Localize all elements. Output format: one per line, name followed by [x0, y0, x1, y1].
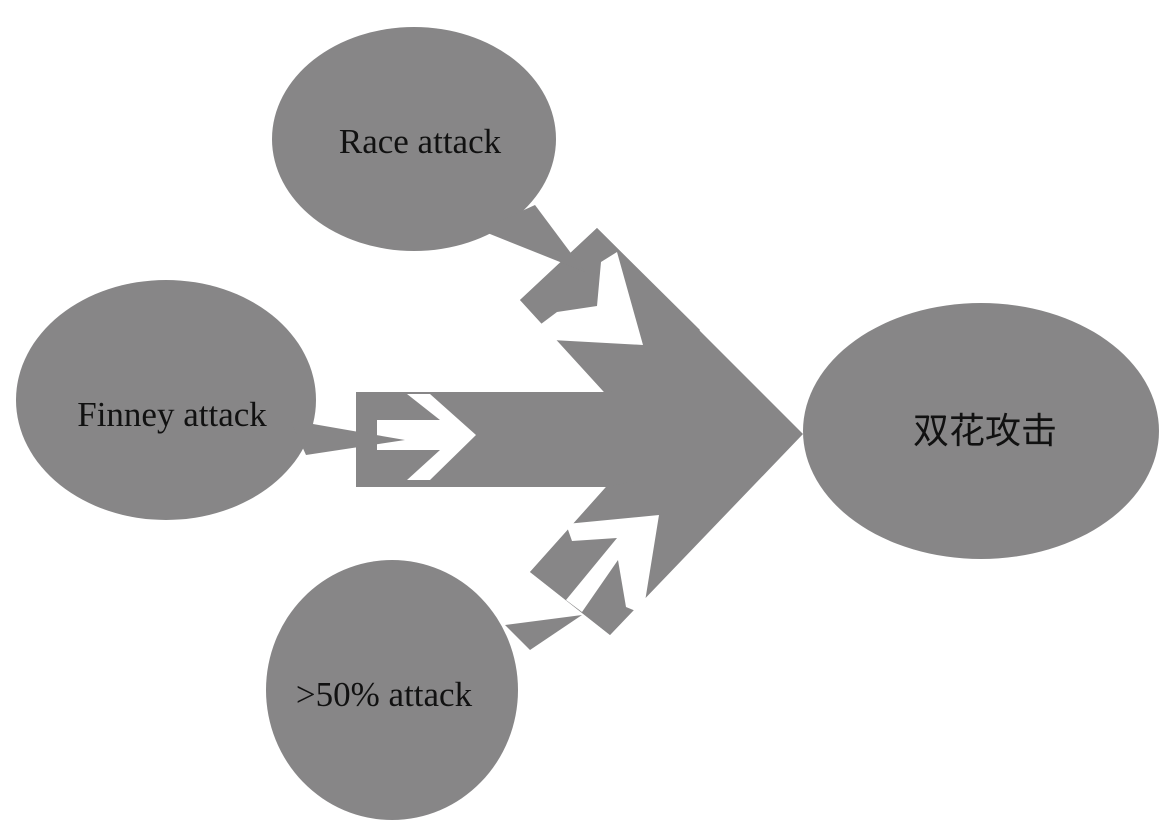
- chevron-arrows: [377, 252, 659, 614]
- result-ellipse: [803, 303, 1159, 559]
- finney-attack-bubble: Finney attack: [16, 280, 405, 520]
- finney-attack-ellipse: [16, 280, 316, 520]
- result-node: 双花攻击: [803, 303, 1159, 559]
- majority-attack-ellipse: [266, 560, 518, 820]
- majority-attack-tail: [505, 615, 582, 650]
- race-attack-bubble: Race attack: [272, 27, 585, 272]
- majority-attack-bubble: >50% attack: [266, 560, 582, 820]
- lower-chevron-icon: [566, 515, 659, 614]
- finney-attack-tail: [290, 420, 405, 455]
- race-attack-label: Race attack: [339, 122, 502, 161]
- race-attack-ellipse: [272, 27, 556, 251]
- result-label: 双花攻击: [913, 411, 1057, 452]
- middle-chevron-icon: [377, 394, 476, 480]
- finney-attack-label: Finney attack: [77, 395, 267, 434]
- majority-attack-label: >50% attack: [296, 675, 473, 714]
- race-attack-tail: [480, 205, 585, 272]
- upper-chevron-icon: [541, 252, 643, 345]
